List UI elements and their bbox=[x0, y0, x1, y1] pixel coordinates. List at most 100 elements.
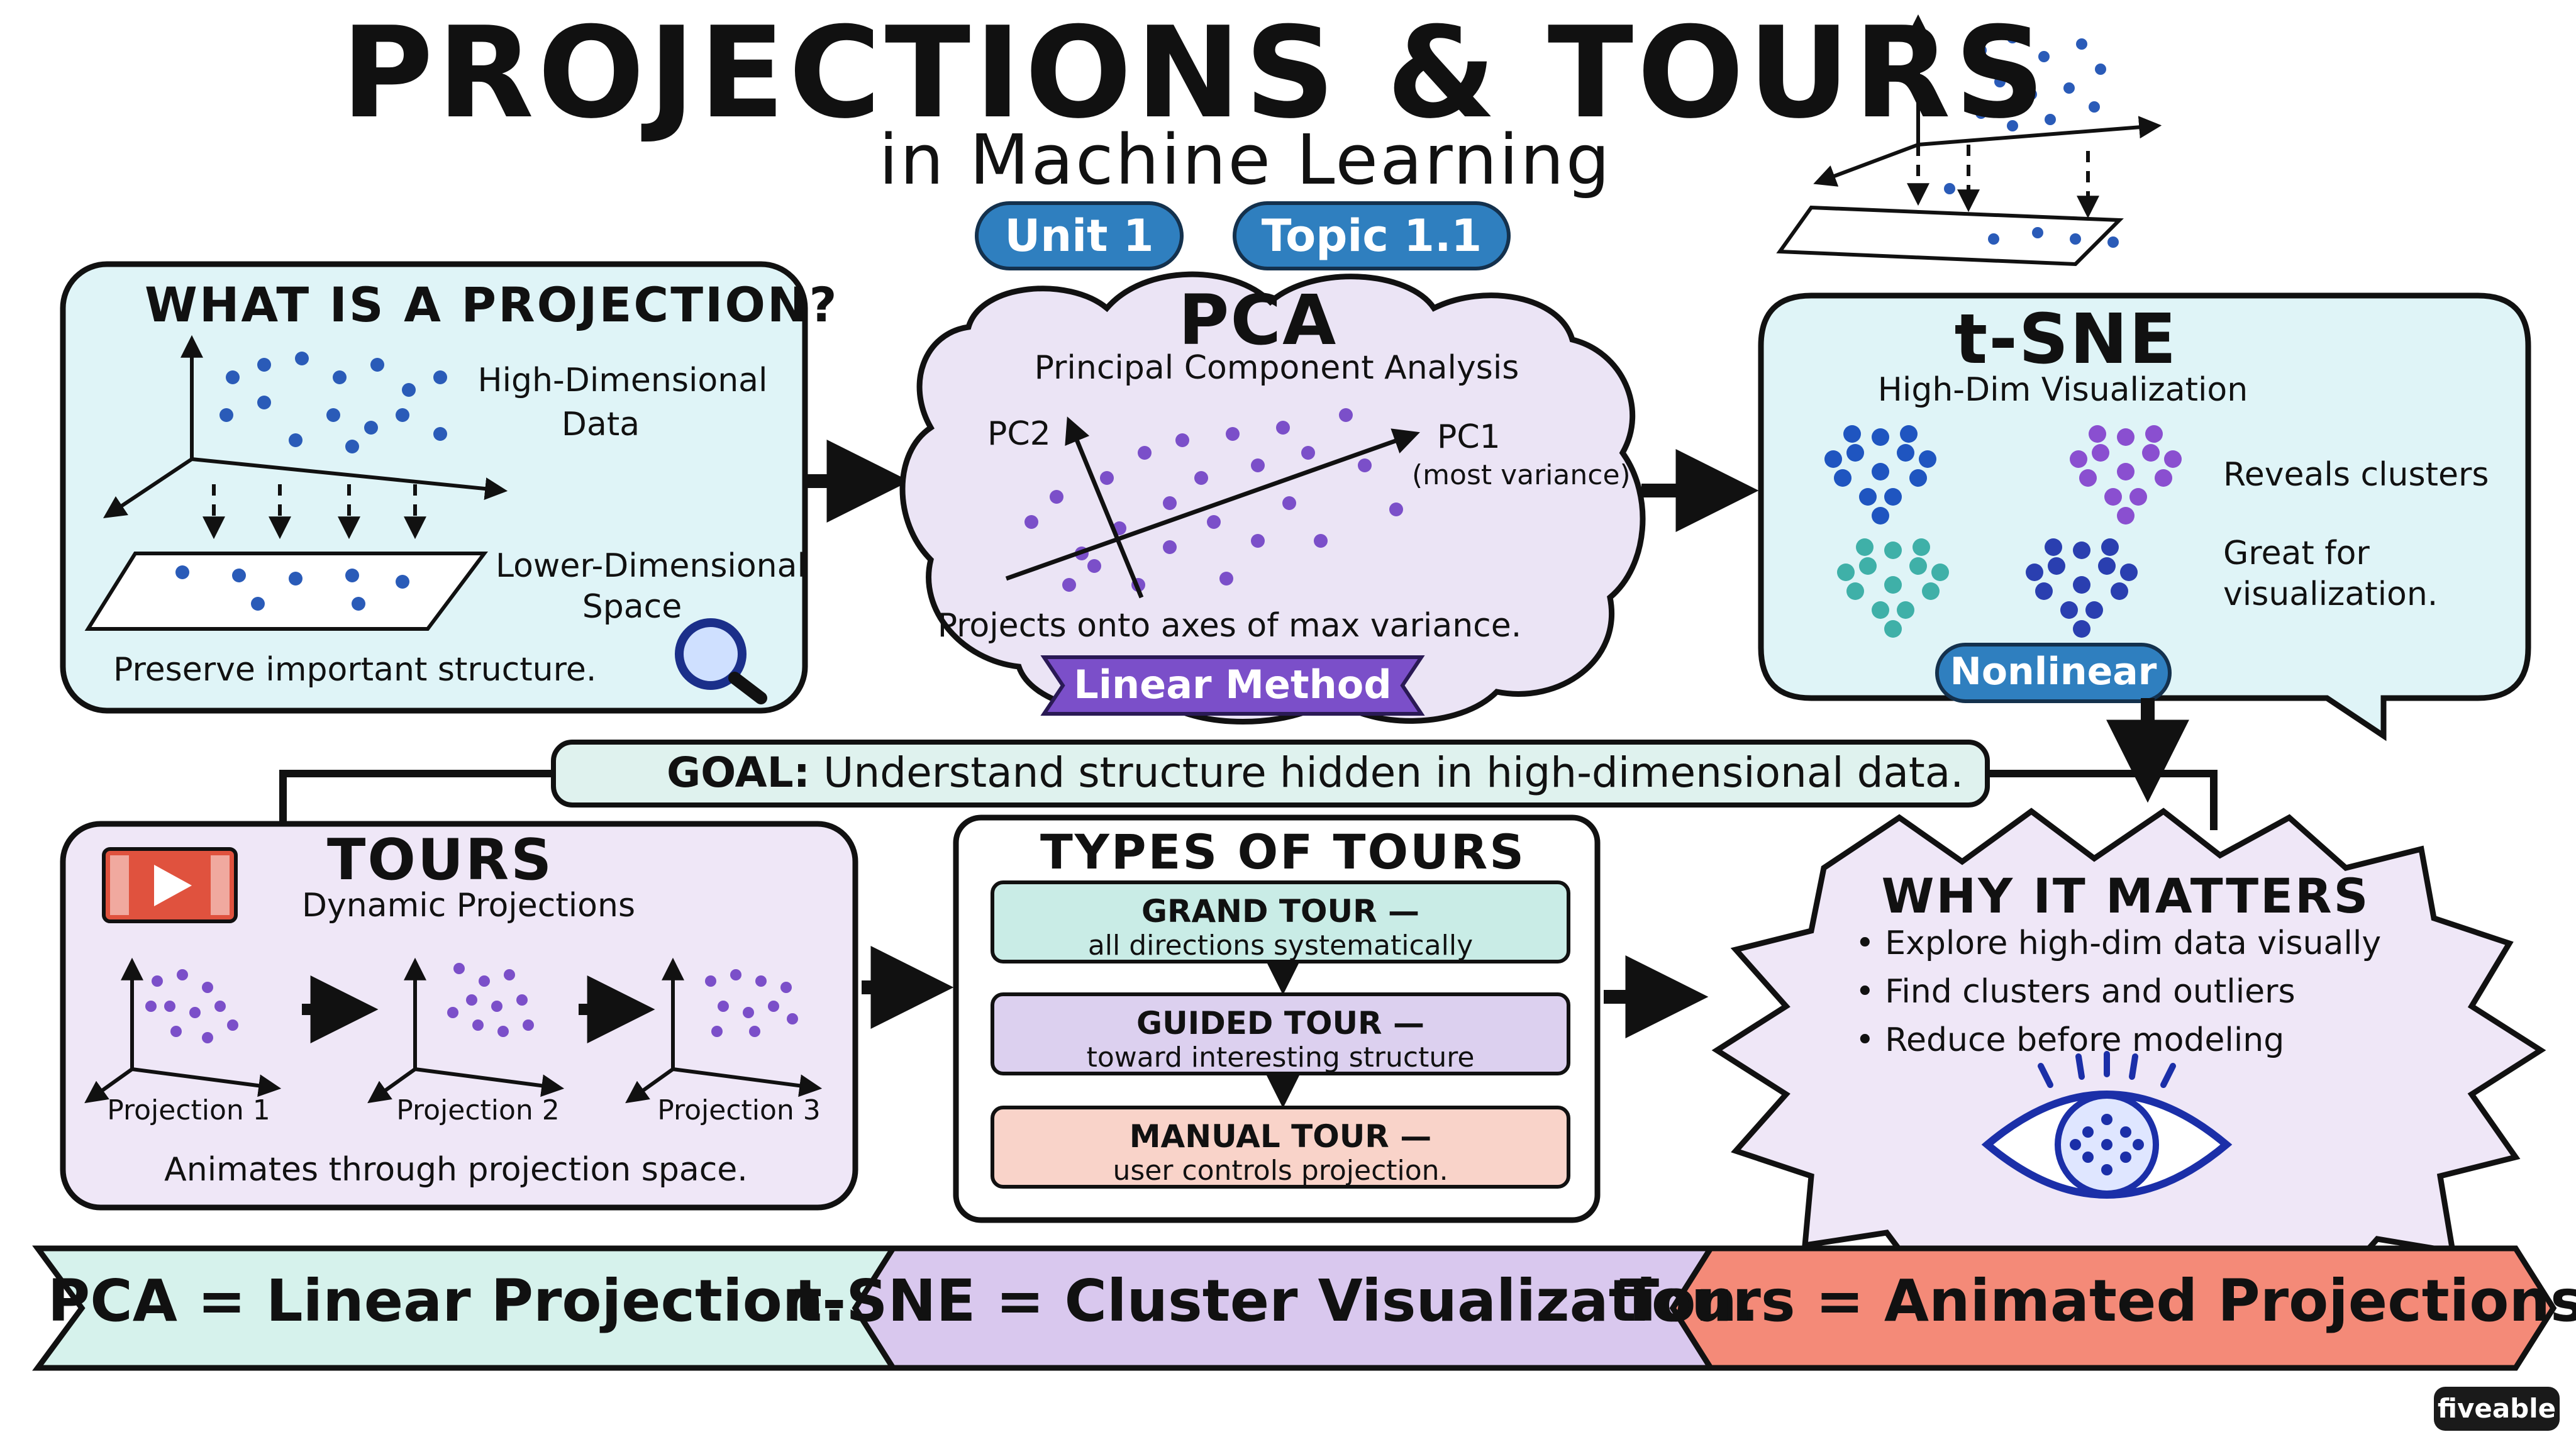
dot bbox=[1276, 421, 1290, 435]
projection-scatter-dots bbox=[175, 352, 447, 611]
dot bbox=[402, 383, 416, 397]
dot bbox=[2007, 120, 2018, 131]
cluster-dot bbox=[1884, 488, 1902, 506]
cluster-dot bbox=[2142, 444, 2160, 462]
cluster-dot bbox=[2145, 425, 2163, 443]
cluster-dot bbox=[2129, 488, 2147, 506]
tsne-cluster-dots bbox=[1824, 425, 2182, 638]
dot bbox=[1314, 534, 1328, 548]
dot bbox=[1282, 496, 1296, 510]
dot bbox=[2063, 82, 2075, 94]
dot bbox=[433, 370, 447, 384]
pca-caption: Projects onto axes of max variance. bbox=[937, 607, 1522, 645]
cluster-dot bbox=[2117, 428, 2135, 446]
dot bbox=[345, 440, 359, 453]
projection-caption: Preserve important structure. bbox=[113, 651, 597, 689]
dot bbox=[257, 358, 271, 372]
dot bbox=[1994, 76, 2006, 87]
iris-dot bbox=[2101, 1164, 2112, 1175]
dot bbox=[1138, 446, 1152, 460]
dot bbox=[718, 1001, 729, 1012]
dot bbox=[1163, 540, 1177, 554]
dot bbox=[364, 421, 378, 435]
cluster-dot bbox=[1931, 564, 1949, 581]
nonlinear-pill-shape bbox=[1935, 643, 2172, 703]
dot bbox=[232, 569, 246, 582]
dot bbox=[2107, 236, 2119, 248]
dot bbox=[479, 975, 490, 987]
grand-tour-box: GRAND TOUR — all directions systematical… bbox=[991, 880, 1570, 963]
dot bbox=[743, 1007, 754, 1018]
axis-line bbox=[672, 1067, 823, 1097]
dot bbox=[497, 1026, 509, 1037]
dot bbox=[1024, 515, 1038, 529]
goal-description: Understand structure hidden in high-dime… bbox=[823, 748, 1964, 797]
projection-heading: WHAT IS A PROJECTION? bbox=[145, 277, 839, 333]
cluster-dot bbox=[2155, 469, 2172, 487]
dot bbox=[370, 358, 384, 372]
dot bbox=[396, 575, 409, 589]
axis-line bbox=[131, 1067, 282, 1097]
topic-pill: Topic 1.1 bbox=[1233, 201, 1511, 270]
dot bbox=[1175, 433, 1189, 447]
axis-line bbox=[84, 1067, 133, 1104]
dot bbox=[1062, 578, 1076, 592]
tsne-note-clusters: Reveals clusters bbox=[2223, 456, 2489, 494]
tours-panel bbox=[60, 821, 858, 1211]
dot bbox=[152, 975, 163, 987]
dot bbox=[1251, 534, 1265, 548]
dot bbox=[1251, 458, 1265, 472]
pca-axes bbox=[1005, 416, 1420, 599]
pc2-label: PC2 bbox=[987, 415, 1051, 453]
dot bbox=[472, 1019, 484, 1031]
projection-2-label: Projection 2 bbox=[396, 1094, 560, 1126]
iris-dot bbox=[2133, 1139, 2144, 1150]
dot bbox=[226, 370, 240, 384]
why-bullet-3: • Reduce before modeling bbox=[1855, 1021, 2285, 1059]
dot bbox=[2026, 89, 2037, 100]
dot bbox=[787, 1013, 798, 1024]
tour-projection-dots bbox=[145, 963, 798, 1043]
cluster-dot bbox=[2101, 538, 2119, 556]
dot bbox=[2038, 51, 2050, 62]
cluster-dot bbox=[2164, 450, 2182, 468]
pca-subheading: Principal Component Analysis bbox=[1034, 349, 1519, 387]
dot bbox=[466, 994, 477, 1006]
dot bbox=[2070, 233, 2081, 245]
iris-dot bbox=[2082, 1126, 2094, 1138]
dot bbox=[453, 963, 465, 974]
dot bbox=[2089, 101, 2100, 113]
dot bbox=[202, 982, 213, 993]
dot bbox=[257, 396, 271, 409]
tour-projection-illustrations bbox=[84, 957, 823, 1104]
dot bbox=[1087, 559, 1101, 573]
dot bbox=[491, 1001, 502, 1012]
top-projection-dots bbox=[1944, 32, 2119, 248]
cluster-dot bbox=[2048, 557, 2065, 575]
cluster-dot bbox=[1872, 428, 1889, 446]
iris-dot bbox=[2120, 1126, 2131, 1138]
why-bullet-3-text: Reduce before modeling bbox=[1885, 1021, 2285, 1059]
dot bbox=[289, 433, 303, 447]
dot bbox=[516, 994, 528, 1006]
dot bbox=[326, 408, 340, 422]
cluster-dot bbox=[1897, 601, 1914, 619]
tsne-note-visualization-1: Great for bbox=[2223, 535, 2370, 572]
dot bbox=[189, 1007, 201, 1018]
dot bbox=[175, 565, 189, 579]
cluster-dot bbox=[1846, 582, 1864, 600]
cluster-dot bbox=[1846, 444, 1864, 462]
dot bbox=[780, 982, 792, 993]
cluster-dot bbox=[2117, 507, 2135, 525]
dot bbox=[1339, 408, 1353, 422]
dot bbox=[214, 1001, 226, 1012]
dot bbox=[1389, 502, 1403, 516]
dot bbox=[2095, 64, 2106, 75]
iris-dot bbox=[2120, 1152, 2131, 1163]
guided-tour-box: GUIDED TOUR — toward interesting structu… bbox=[991, 992, 1570, 1075]
tours-heading: TOURS bbox=[326, 827, 554, 893]
cluster-dot bbox=[2117, 463, 2135, 480]
eye-icon bbox=[1981, 1051, 2233, 1199]
cluster-dot bbox=[2073, 576, 2090, 594]
